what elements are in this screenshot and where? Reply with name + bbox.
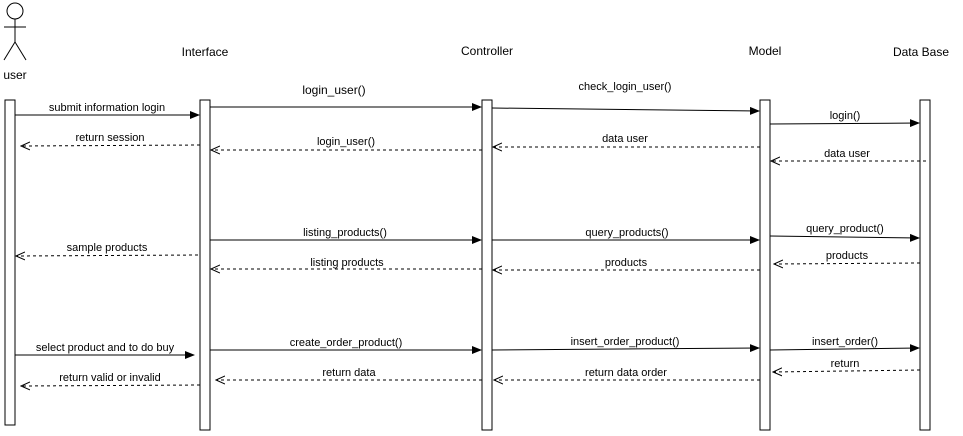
actor-left-leg [3, 41, 16, 61]
lifeline-label-model: Model [749, 44, 782, 58]
message-insert-order-product: insert_order_product() [491, 336, 760, 353]
message-return-valid-or-invalid: return valid or invalid [21, 372, 201, 386]
actor-right-leg [14, 41, 27, 61]
actor-head [6, 2, 24, 20]
message-label: listing products [310, 257, 384, 269]
message-label: data user [602, 133, 648, 145]
message-listing-products: listing_products() [210, 227, 482, 244]
message-label: login_user() [302, 83, 365, 97]
message-login-user-return: login_user() [211, 136, 482, 150]
message-label: products [826, 250, 869, 262]
activation-bar-interface [199, 99, 211, 431]
message-create-order-product: create_order_product() [210, 337, 482, 354]
message-query-product: query_product() [769, 223, 920, 242]
message-label: query_product() [806, 223, 884, 235]
lifeline-label-controller: Controller [461, 44, 513, 58]
message-return-session: return session [21, 132, 201, 146]
message-label: return session [75, 132, 144, 144]
message-label: listing_products() [303, 227, 387, 239]
activation-bar-model [759, 99, 771, 431]
message-check-login-user: check_login_user() [491, 81, 760, 115]
lifeline-label-interface: Interface [182, 45, 229, 59]
activation-bar-user [4, 99, 16, 426]
message-label: products [605, 257, 648, 269]
message-products-from-database: products [774, 250, 921, 264]
message-label: insert_order_product() [571, 336, 680, 348]
message-login-user: login_user() [210, 83, 482, 111]
message-query-products: query_products() [492, 227, 760, 244]
message-submit-login: submit information login [15, 102, 200, 119]
message-listing-products-return: listing products [211, 257, 482, 269]
message-label: return data [322, 367, 376, 379]
activation-bar-controller [481, 99, 493, 431]
message-return-data: return data [216, 367, 482, 380]
message-login: login() [769, 110, 920, 128]
message-return-from-database: return [773, 358, 921, 372]
message-label: check_login_user() [579, 81, 672, 93]
message-label: return data order [585, 367, 667, 379]
activation-bar-database [919, 99, 931, 431]
message-data-user-from-model: data user [493, 133, 760, 147]
message-label: login_user() [317, 136, 375, 148]
message-label: sample products [67, 242, 148, 254]
message-return-data-order: return data order [494, 367, 760, 380]
message-label: return valid or invalid [59, 372, 161, 384]
message-label: create_order_product() [290, 337, 403, 349]
message-label: return [831, 358, 860, 370]
message-label: data user [824, 148, 870, 160]
message-label: query_products() [585, 227, 668, 239]
message-label: submit information login [49, 102, 165, 114]
actor-user: user [3, 2, 27, 82]
message-insert-order: insert_order() [769, 336, 920, 353]
lifeline-label-database: Data Base [893, 45, 949, 59]
message-sample-products: sample products [16, 242, 199, 256]
message-products-from-model: products [493, 257, 760, 270]
actor-label: user [3, 68, 26, 82]
message-label: login() [830, 110, 861, 122]
message-label: select product and to do buy [36, 342, 175, 354]
message-select-product: select product and to do buy [15, 342, 195, 359]
message-label: insert_order() [812, 336, 878, 348]
message-data-user-from-database: data user [771, 148, 926, 161]
